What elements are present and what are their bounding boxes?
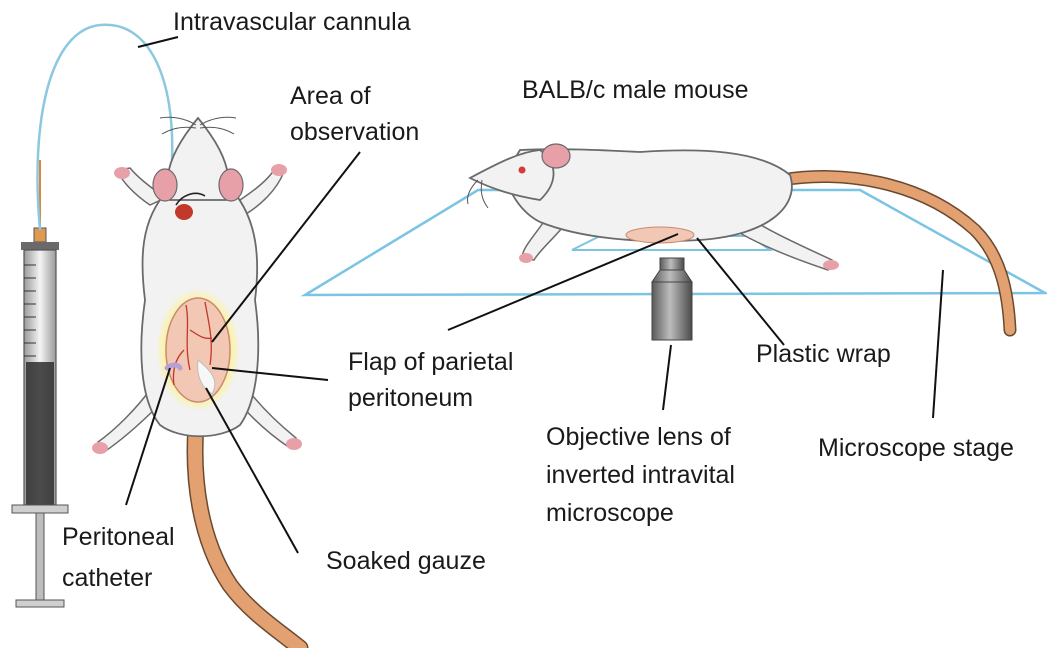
label-flap-line2: peritoneum [348,382,473,414]
label-objective-line2: inverted intravital [546,459,735,491]
label-balbc-mouse: BALB/c male mouse [522,74,749,106]
label-microscope-stage: Microscope stage [818,432,1014,464]
label-objective-line3: microscope [546,497,674,529]
prone-mouse-head [470,150,554,200]
label-area-of-observation-line1: Area of [290,80,371,112]
label-plastic-wrap: Plastic wrap [756,338,891,370]
label-objective-line1: Objective lens of [546,421,731,453]
label-peritoneal-line2: catheter [62,562,152,594]
peritoneal-catheter-tip [167,365,180,368]
label-soaked-gauze: Soaked gauze [326,545,486,577]
label-flap-line1: Flap of parietal [348,346,513,378]
objective-lens [652,258,692,340]
label-peritoneal-line1: Peritoneal [62,521,175,553]
leader-plastic-wrap [697,238,784,345]
label-area-of-observation-line2: observation [290,116,419,148]
leader-objective [663,345,671,410]
label-intravascular-cannula: Intravascular cannula [173,6,411,38]
leader-flap-right [448,234,678,330]
peritoneal-flap [166,298,230,402]
